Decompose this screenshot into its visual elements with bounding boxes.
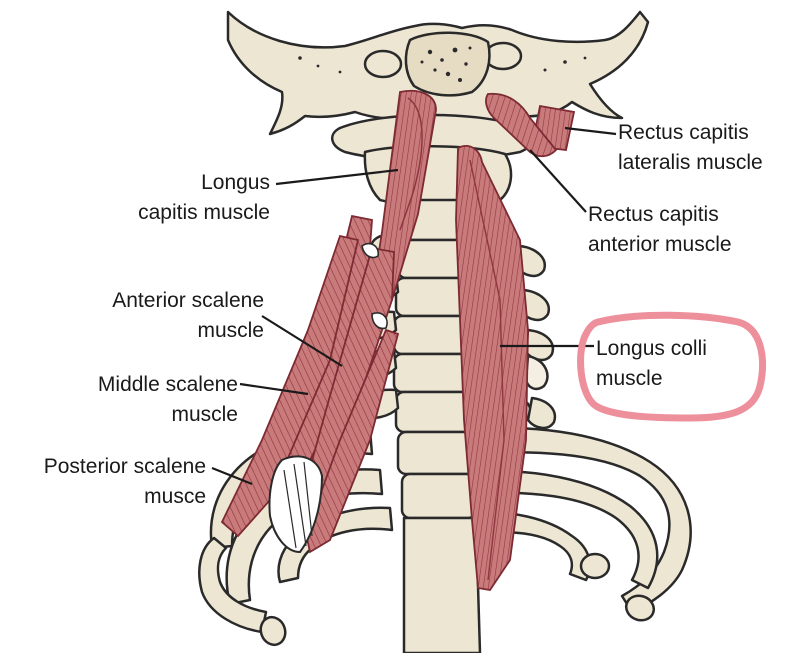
scalene-muscles <box>220 214 400 554</box>
leader-posterior-scalene <box>211 466 253 486</box>
leader-middle-scalene <box>239 382 309 396</box>
skull-texture <box>298 46 587 82</box>
skull-base <box>226 10 650 136</box>
leader-longus-capitis <box>275 168 399 186</box>
label-rectus-capitis-anterior: Rectus capitis anterior muscle <box>588 203 732 256</box>
leader-rectus-capitis-anterior <box>529 149 587 213</box>
label-middle-scalene: Middle scalene muscle <box>97 373 238 426</box>
leader-lines <box>211 126 617 486</box>
longus-colli-muscle <box>455 145 529 591</box>
leader-anterior-scalene <box>261 315 343 367</box>
rectus-capitis-muscles <box>485 92 576 158</box>
label-posterior-scalene: Posterior scalene musce <box>43 455 206 508</box>
label-longus-capitis: Longus capitis muscle <box>138 171 270 224</box>
label-rectus-capitis-lateralis: Rectus capitis lateralis muscle <box>618 121 763 174</box>
label-anterior-scalene: Anterior scalene muscle <box>112 289 264 342</box>
label-longus-colli: Longus colli muscle <box>596 337 707 390</box>
highlight-ring <box>577 311 766 422</box>
leader-rectus-capitis-lateralis <box>564 126 617 136</box>
